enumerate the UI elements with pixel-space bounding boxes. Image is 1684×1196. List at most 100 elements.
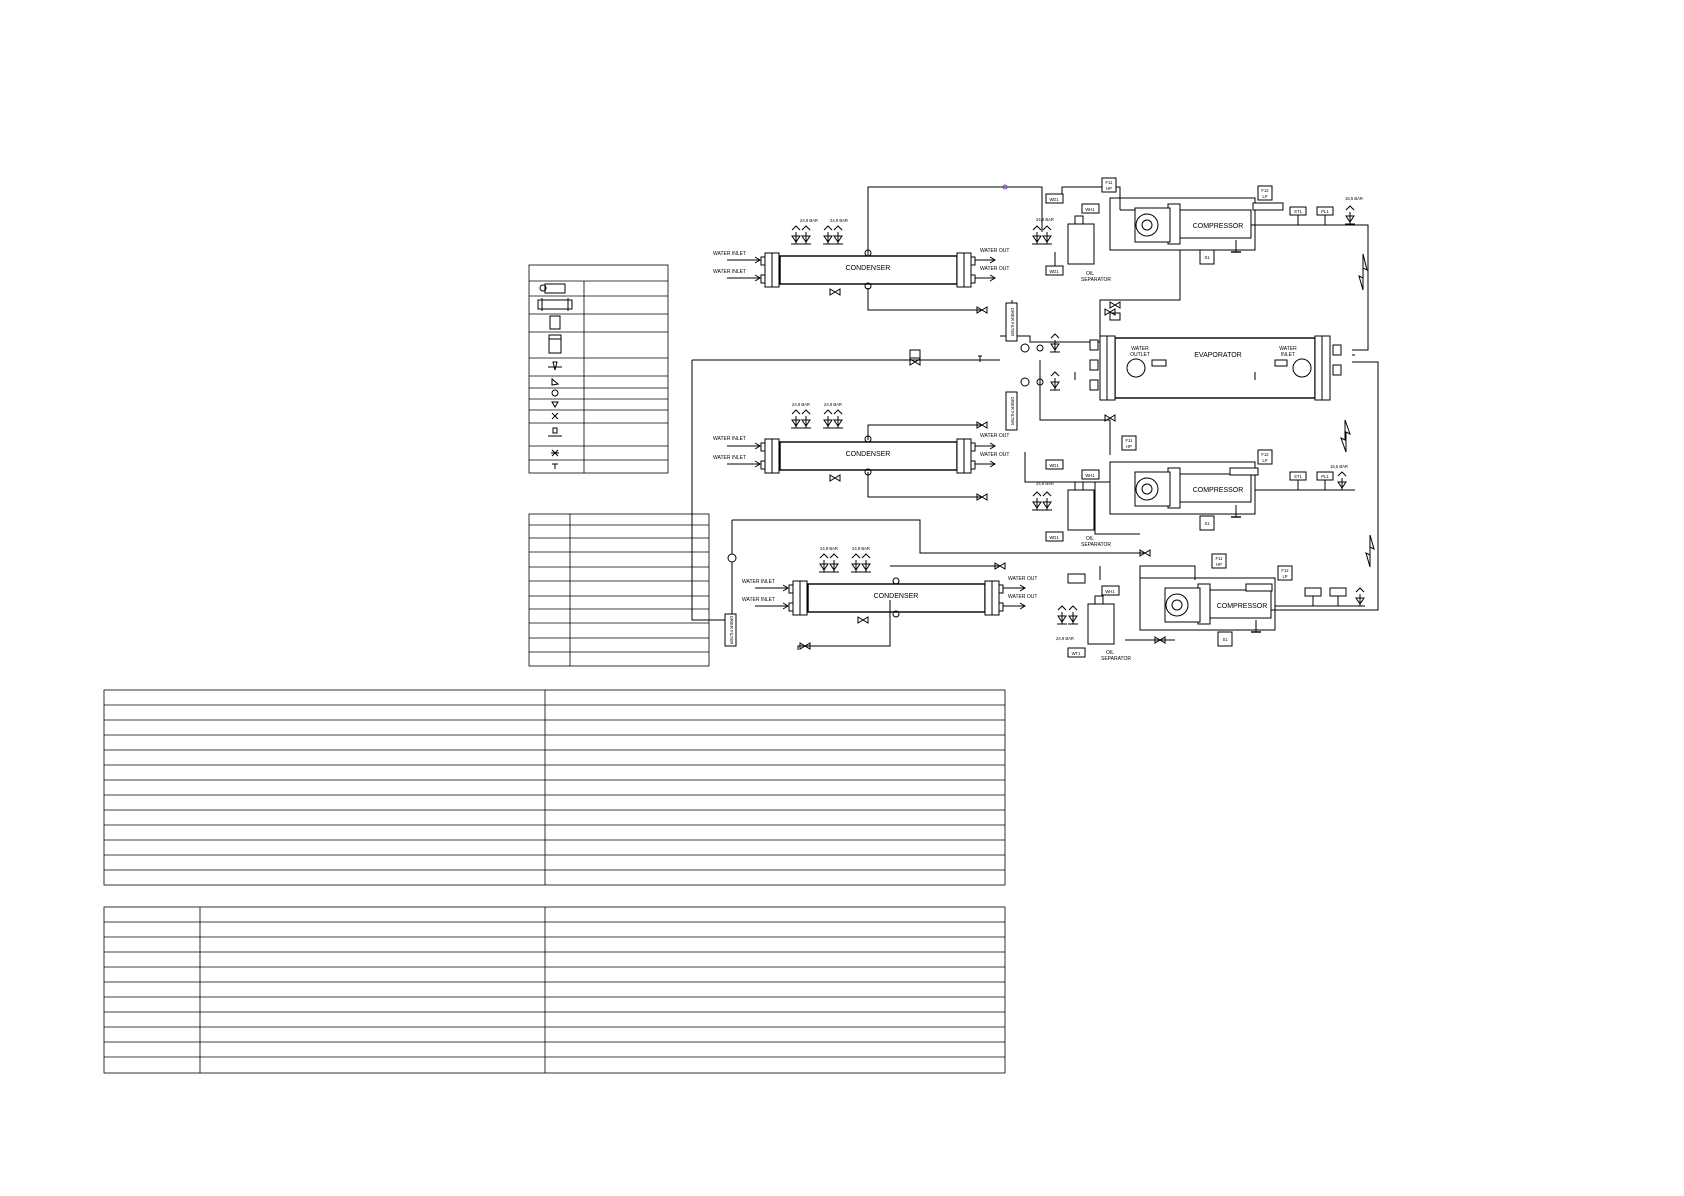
- sensor-f11-label: F11: [1216, 556, 1224, 561]
- oil-label: OIL: [1086, 536, 1094, 542]
- relief-valve-icon: [1031, 225, 1043, 245]
- compressor-1: COMPRESSOR F11 HP F12 LP ST1 PL1 15,5 BA…: [1101, 177, 1363, 321]
- relief-valve-icon: [790, 225, 802, 245]
- relief-pressure-label: 24,9 BAR: [1056, 636, 1074, 641]
- relief-valve-icon: [1067, 605, 1079, 625]
- sensor-wd1-label: WD1: [1049, 269, 1059, 274]
- sensor-f12-label: F12: [1261, 452, 1269, 457]
- sensor-hp-label: HP: [1106, 186, 1112, 191]
- evap-water-outlet-label-2: OUTLET: [1130, 352, 1150, 358]
- condenser-port-icon: [864, 249, 872, 257]
- legend-check-valve-icon: [551, 377, 560, 386]
- sensor-lp-label: LP: [1262, 194, 1267, 199]
- water-out-label: WATER OUT: [1008, 576, 1037, 582]
- sensor-pl1-label: PL1: [1321, 474, 1329, 479]
- relief-pressure-label: 24,9 BAR: [792, 402, 810, 407]
- separator-label: SEPARATOR: [1081, 542, 1111, 548]
- sight-glass-icon: [1036, 344, 1044, 352]
- relief-valve-icon: [822, 225, 834, 245]
- relief-pressure-label: 15,5 BAR: [1345, 196, 1363, 201]
- relief-valve-icon: [1354, 587, 1366, 607]
- drain-valve-icon: [829, 474, 841, 482]
- compressor-3: COMPRESSOR F11 HP F12 LP S1: [1139, 549, 1366, 647]
- relief-valve-icon: [832, 409, 844, 429]
- water-out-label: WATER OUT: [1008, 594, 1037, 600]
- relief-valve-icon: [1056, 605, 1068, 625]
- legend-expansion-valve-icon: [548, 361, 562, 371]
- filter-drier-label: DRIER FILTER: [729, 616, 734, 644]
- sensor-s1-label: S1: [1222, 637, 1228, 642]
- evap-water-inlet-label-1: WATER: [1279, 346, 1297, 352]
- filter-drier-2: DRIER FILTER: [976, 391, 1018, 501]
- water-out-label: WATER OUT: [980, 266, 1009, 272]
- evap-water-inlet-label-2: INLET: [1281, 352, 1295, 358]
- relief-valve-icon: [818, 553, 830, 573]
- drain-valve-icon: [857, 616, 869, 624]
- separator-label: SEPARATOR: [1101, 656, 1131, 662]
- relief-valve-icon: [822, 409, 834, 429]
- sensor-st1-label: ST1: [1294, 474, 1302, 479]
- refrigerant-piping: [691, 186, 1379, 650]
- water-inlet-label: WATER INLET: [713, 436, 746, 442]
- condenser-1: CONDENSER WATER INLET WATER INLET WATER …: [713, 218, 1009, 296]
- sensor-s1-label: S1: [1204, 255, 1210, 260]
- sensor-f11-label: F11: [1126, 438, 1134, 443]
- relief-valve-icon: [1344, 205, 1356, 225]
- water-inlet-label: WATER INLET: [742, 579, 775, 585]
- sensor-hp-label: HP: [1126, 444, 1132, 449]
- compressor-3-label: COMPRESSOR: [1217, 603, 1268, 610]
- flow-arrow-down: [1365, 534, 1375, 568]
- sensor-hp-label: HP: [1216, 562, 1222, 567]
- water-inlet-label: WATER INLET: [742, 597, 775, 603]
- relief-pressure-label: 15,5 BAR: [1330, 464, 1348, 469]
- relief-valve-icon: [828, 553, 840, 573]
- sensor-wh1-label: WH1: [1085, 473, 1095, 478]
- sensor-f12-label: F12: [1261, 188, 1269, 193]
- legend-relief-valve-icon: [551, 401, 559, 408]
- legend-service-valve-icon: [551, 449, 559, 457]
- relief-valve-icon: [832, 225, 844, 245]
- relief-valve-icon: [860, 553, 872, 573]
- symbol-legend-table: [528, 264, 669, 474]
- legend-heat-exchanger-icon: [537, 298, 573, 311]
- sight-glass-icon: [1036, 378, 1044, 386]
- relief-valve-icon: [1031, 491, 1043, 511]
- drain-valve-icon: [829, 288, 841, 296]
- compressor-2-label: COMPRESSOR: [1193, 487, 1244, 494]
- condenser-port-icon: [864, 468, 872, 476]
- oil-separator-2: OIL SEPARATOR WD1 WH1 WD1 24,9 BAR: [1031, 459, 1111, 548]
- relief-valve-icon: [850, 553, 862, 573]
- legend-solenoid-valve-icon: [548, 427, 562, 437]
- sensor-st1-label: ST1: [1294, 209, 1302, 214]
- sensor-s1-label: S1: [1204, 521, 1210, 526]
- service-valve-icon: [1109, 301, 1121, 309]
- condenser-2-label: CONDENSER: [846, 451, 891, 458]
- parts-table-upper: [103, 689, 1006, 886]
- relief-valve-icon: [800, 409, 812, 429]
- expansion-valve-group: [909, 308, 1116, 422]
- relief-valve-icon: [1041, 225, 1053, 245]
- water-inlet-label: WATER INLET: [713, 269, 746, 275]
- sight-glass-icon: [1020, 343, 1030, 353]
- condenser-port-icon: [864, 435, 872, 443]
- evaporator-label: EVAPORATOR: [1194, 352, 1241, 359]
- compressor-1-label: COMPRESSOR: [1193, 223, 1244, 230]
- relief-pressure-label: 24,9 BAR: [824, 402, 842, 407]
- water-inlet-label: WATER INLET: [713, 251, 746, 257]
- condenser-3-label: CONDENSER: [874, 593, 919, 600]
- condenser-port-icon: [892, 610, 900, 618]
- condenser-2: CONDENSER WATER INLET WATER INLET WATER …: [713, 402, 1009, 482]
- component-side-table: [528, 513, 710, 667]
- water-out-label: WATER OUT: [980, 452, 1009, 458]
- oil-separator-3: OIL SEPARATOR WH1 WT1 24,9 BAR: [1056, 573, 1131, 662]
- legend-thermometer-icon: [552, 463, 558, 469]
- filter-drier-label: DRIER FILTER: [1010, 308, 1015, 336]
- relief-pressure-label: 24,9 BAR: [852, 546, 870, 551]
- condenser-port-icon: [864, 282, 872, 290]
- relief-pressure-label: 24,9 BAR: [830, 218, 848, 223]
- oil-label: OIL: [1086, 271, 1094, 277]
- sensor-wh1-label: WH1: [1085, 207, 1095, 212]
- line-marker: [1002, 184, 1008, 190]
